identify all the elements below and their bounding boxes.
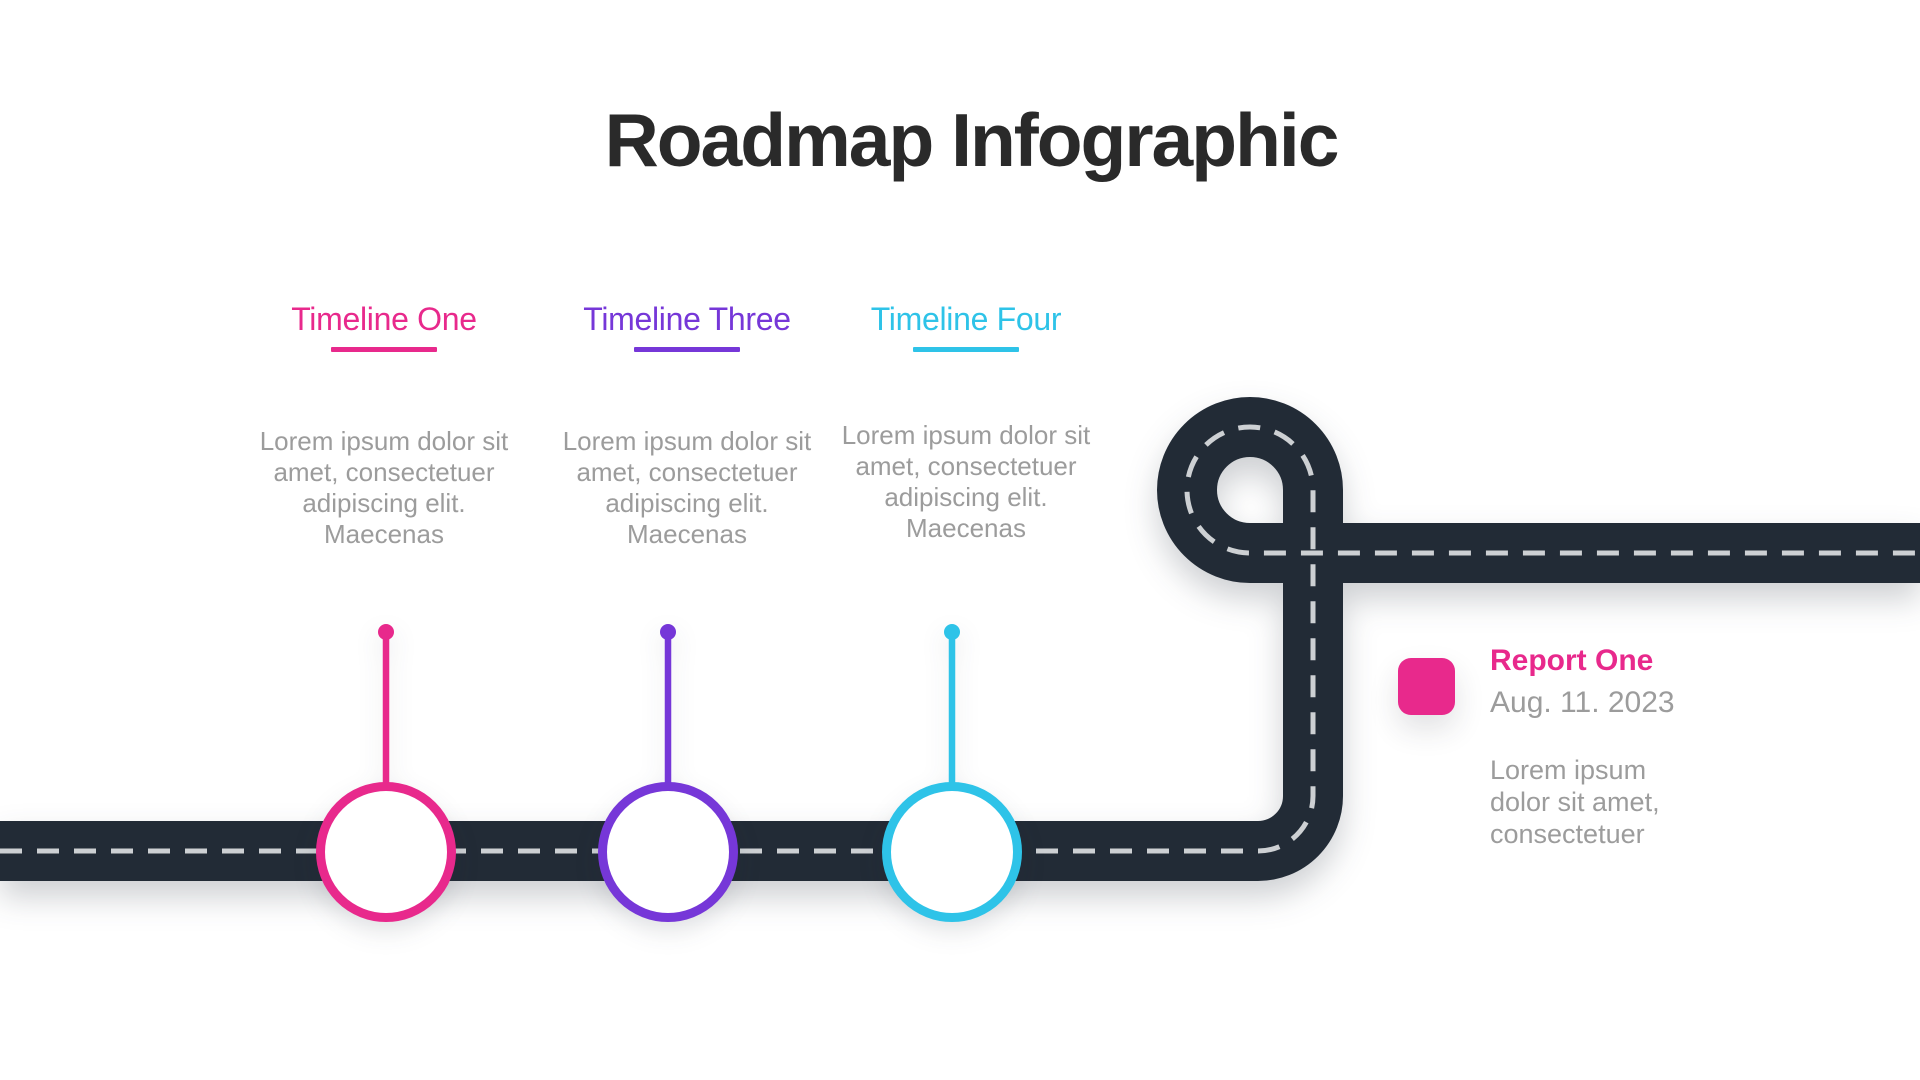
report-title: Report One [1490,644,1654,677]
timeline-column-3: Timeline Four Lorem ipsum dolor sit amet… [796,300,1136,544]
milestone-circle-2 [598,782,738,922]
timeline-3-underline [913,347,1019,352]
timeline-column-1: Timeline One Lorem ipsum dolor sit amet,… [214,300,554,550]
timeline-3-title: Timeline Four [870,301,1062,337]
timeline-2-underline [634,347,740,352]
timeline-2-title: Timeline Three [583,301,791,337]
road-centerline [0,424,1920,854]
timeline-1-underline [331,347,437,352]
milestone-dot-2 [660,624,676,640]
timeline-1-description: Lorem ipsum dolor sit amet, consectetuer… [259,426,509,549]
milestone-dot-3 [944,624,960,640]
milestone-marker-2 [598,624,738,922]
report-date: Aug. 11. 2023 [1490,686,1675,719]
report-description: Lorem ipsum dolor sit amet, consectetuer [1490,755,1660,849]
timeline-2-description: Lorem ipsum dolor sit amet, consectetuer… [562,426,812,549]
page-title: Roadmap Infographic [604,98,1340,182]
report-color-swatch [1398,658,1455,715]
milestone-circle-1 [316,782,456,922]
timeline-1-title: Timeline One [291,301,477,337]
milestone-marker-3 [882,624,1022,922]
timeline-column-2: Timeline Three Lorem ipsum dolor sit ame… [517,300,857,550]
milestone-marker-1 [316,624,456,922]
milestone-dot-1 [378,624,394,640]
timeline-3-description: Lorem ipsum dolor sit amet, consectetuer… [841,420,1091,543]
milestone-circle-3 [882,782,1022,922]
